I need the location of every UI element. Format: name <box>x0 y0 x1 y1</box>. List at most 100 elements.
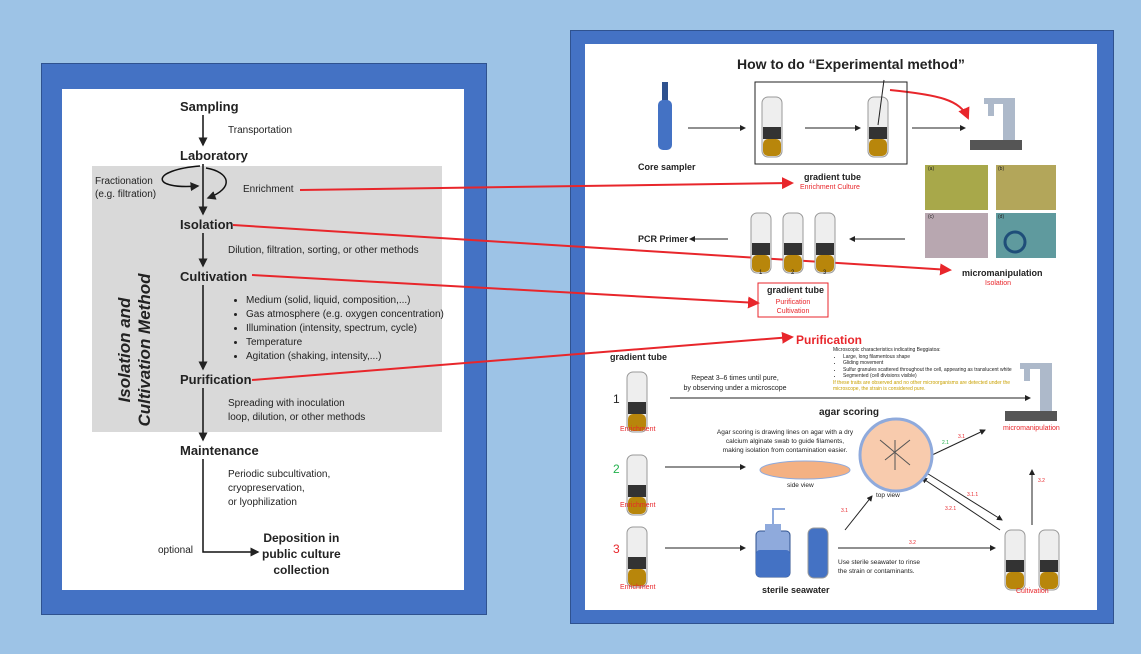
label-gradient-tube: gradient tube <box>804 172 862 182</box>
step-label: 2.1 <box>942 440 949 446</box>
label-pcr-primer: PCR Primer <box>638 234 689 244</box>
trait-item: Large, long filamentous shape <box>843 354 1012 361</box>
microscope-icon <box>1005 363 1057 421</box>
petri-dish-side-icon <box>759 460 851 480</box>
step-sampling: Sampling <box>180 99 239 114</box>
purification-methods: Spreading with inoculation loop, dilution… <box>228 397 365 425</box>
label-isolation: Isolation <box>985 280 1012 287</box>
factor-item: Medium (solid, liquid, composition,...) <box>246 294 444 308</box>
gradient-tube-icon <box>761 96 783 158</box>
purity-note: If these traits are observed and no othe… <box>833 379 1011 386</box>
method-line: or lyophilization <box>228 497 297 508</box>
trait-item: Sulfur granules scattered throughout the… <box>843 367 1012 374</box>
traits-title: Microscopic characteristics indicating B… <box>833 347 941 353</box>
label-micromanipulation: micromanipulation <box>1003 425 1060 432</box>
step-laboratory: Laboratory <box>180 148 248 163</box>
step-label: 3.1.1 <box>967 492 979 498</box>
note-line: Use sterile seawater to rinse <box>838 559 921 566</box>
note-line: the strain or contaminants. <box>838 568 915 575</box>
note-line: by observing under a microscope <box>683 385 787 392</box>
label-optional: optional <box>158 545 194 556</box>
deposition-line: collection <box>273 563 330 577</box>
micrograph-label: (d) <box>998 214 1005 220</box>
maintenance-methods: Periodic subcultivation, cryopreservation… <box>228 468 330 510</box>
micrograph-label: (b) <box>998 166 1005 172</box>
micrographs <box>925 165 1056 258</box>
label-fractionation: Fractionation (e.g. filtration) <box>95 175 156 201</box>
micrograph-label: (c) <box>928 214 934 220</box>
step-isolation: Isolation <box>180 217 234 232</box>
gradient-tube-icon <box>867 96 889 158</box>
micrograph-label: (a) <box>928 166 935 172</box>
pc-line: Purification <box>775 299 811 306</box>
gradient-tube-icon <box>814 212 836 274</box>
purification-title: Purification <box>796 333 863 347</box>
cultivation-tube-icon <box>1004 529 1026 591</box>
agar-scoring-title: agar scoring <box>819 407 880 418</box>
label-enrichment: Enrichment <box>620 584 656 591</box>
method-line: Spreading with inoculation <box>228 398 345 409</box>
right-title: How to do “Experimental method” <box>737 56 965 72</box>
purification-box <box>757 282 829 318</box>
pc-line: Cultivation <box>776 308 810 315</box>
trait-item: Segmented (cell divisions visible) <box>843 373 1012 380</box>
deposition-line: Deposition in <box>263 531 340 545</box>
cultivation-tube-icon <box>1038 529 1060 591</box>
step-cultivation: Cultivation <box>180 269 248 284</box>
step-label: 3.1 <box>958 434 965 440</box>
enrichment-tube-icon <box>626 526 648 588</box>
step-purification: Purification <box>180 372 252 387</box>
label-gradient-tube: gradient tube <box>610 352 668 362</box>
note-line: making isolation from contamination easi… <box>722 447 848 454</box>
method-line: cryopreservation, <box>228 483 305 494</box>
isolation-methods: Dilution, filtration, sorting, or other … <box>228 245 419 256</box>
label-side-view: side view <box>787 482 814 489</box>
label-gradient-tube: gradient tube <box>767 285 825 295</box>
sterile-seawater-icon <box>755 508 829 579</box>
label-transportation: Transportation <box>228 125 293 136</box>
agar-note: Agar scoring is drawing lines on agar wi… <box>705 428 865 455</box>
enrichment-tube-icon <box>626 371 648 433</box>
note-line: calcium alginate swab to guide filaments… <box>725 438 845 445</box>
label-enrichment: Enrichment <box>620 426 656 433</box>
factor-item: Illumination (intensity, spectrum, cycle… <box>246 322 444 336</box>
microscope-icon <box>970 98 1022 150</box>
note-line: Agar scoring is drawing lines on agar wi… <box>716 429 854 436</box>
label-top-view: top view <box>876 492 900 499</box>
pipette-icon <box>877 79 885 126</box>
label-enrichment: Enrichment <box>243 184 294 195</box>
cultivation-factors: Medium (solid, liquid, composition,...) … <box>232 294 444 364</box>
row-number: 2 <box>613 462 620 476</box>
factor-item: Temperature <box>246 336 444 350</box>
step-label: 3.1 <box>841 508 848 514</box>
step-maintenance: Maintenance <box>180 443 259 458</box>
step-label: 3.2 <box>1038 478 1045 484</box>
label-core-sampler: Core sampler <box>638 162 696 172</box>
isolation-cultivation-region <box>92 166 442 432</box>
note-line: Repeat 3–6 times until pure, <box>691 375 779 382</box>
purity-note: microscope, the strain is considered pur… <box>833 386 926 392</box>
label-cultivation: Cultivation <box>1016 588 1049 595</box>
repeat-note: Repeat 3–6 times until pure, by observing… <box>660 374 810 394</box>
label-micromanipulation: micromanipulation <box>962 268 1043 278</box>
fractionation-line: Fractionation <box>95 176 153 187</box>
gradient-tube-icon <box>782 212 804 274</box>
trait-item: Gliding movement <box>843 360 1012 367</box>
method-line: loop, dilution, or other methods <box>228 412 366 423</box>
factor-item: Agitation (shaking, intensity,...) <box>246 350 444 364</box>
beggiatoa-traits: Microscopic characteristics indicating B… <box>833 347 1012 393</box>
core-sampler-icon <box>658 82 672 150</box>
tube-number: 1 <box>759 270 763 276</box>
gradient-tube-icon <box>750 212 772 274</box>
rinse-note: Use sterile seawater to rinse the strain … <box>838 558 920 576</box>
step-label: 3.2.1 <box>945 506 957 512</box>
method-line: Periodic subcultivation, <box>228 469 331 480</box>
row-number: 1 <box>613 392 620 406</box>
gradient-tube-box <box>754 81 908 165</box>
fractionation-line: (e.g. filtration) <box>95 189 157 200</box>
tube-number: 2 <box>791 270 795 276</box>
top-flow-arrows <box>665 125 1035 551</box>
label-enrichment: Enrichment <box>620 502 656 509</box>
